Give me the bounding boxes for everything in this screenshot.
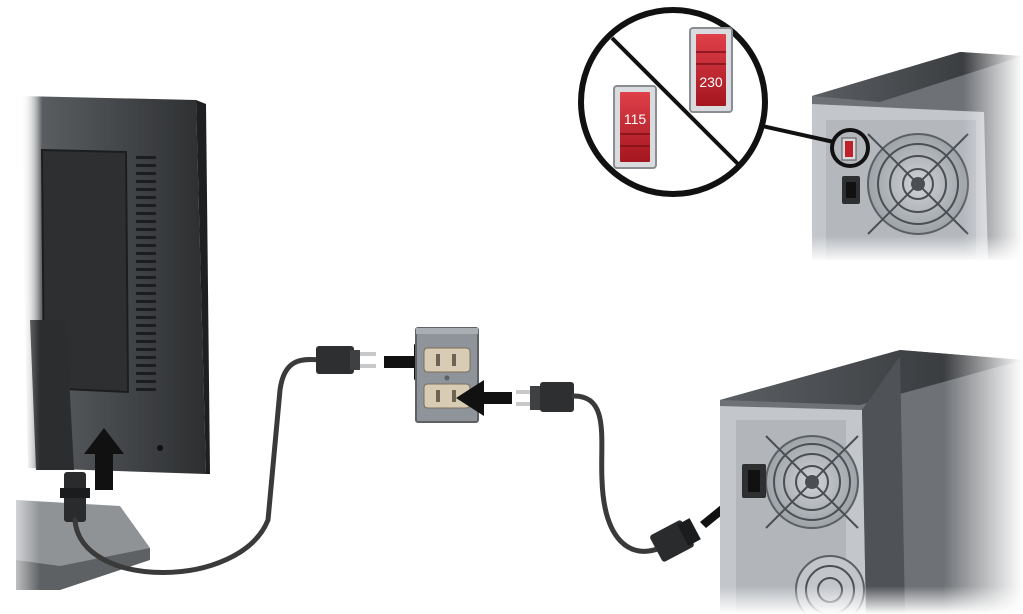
vent-slat <box>136 188 156 191</box>
vent-slat <box>136 292 156 295</box>
vent-slat <box>136 348 156 351</box>
vent-slat <box>136 252 156 255</box>
computer-power-socket <box>742 464 766 498</box>
monitor-power-cable <box>72 357 323 575</box>
monitor-stand-neck <box>30 320 74 470</box>
vent-slat <box>136 380 156 383</box>
vent-slat <box>136 268 156 271</box>
computer-power-cable <box>571 393 663 554</box>
vent-slat <box>136 284 156 287</box>
computer-power-socket-upper <box>842 176 860 204</box>
vent-slat <box>136 204 156 207</box>
wall-outlet <box>415 327 479 423</box>
computer-case-rear <box>720 350 1023 614</box>
vent-slat <box>136 236 156 239</box>
vent-slat <box>136 332 156 335</box>
computer-case-rear-voltage <box>812 52 1023 262</box>
voltage-switch-highlight-ring <box>830 128 870 168</box>
vent-slat <box>136 356 156 359</box>
vent-slat <box>136 340 156 343</box>
vent-slat <box>136 308 156 311</box>
vent-slat <box>136 228 156 231</box>
voltage-switch-small <box>841 137 857 161</box>
outlet-receptacle-top <box>423 347 471 373</box>
outlet-receptacle-bottom <box>423 383 471 409</box>
vent-slat <box>136 316 156 319</box>
vent-slat <box>136 244 156 247</box>
prohibition-slash <box>610 36 740 166</box>
vent-slat <box>136 364 156 367</box>
vent-slat <box>136 172 156 175</box>
vent-slat <box>136 372 156 375</box>
computer-fan <box>765 435 859 529</box>
plug-computer-cable <box>516 382 574 412</box>
vent-slat <box>136 156 156 159</box>
vent-slat <box>136 388 156 391</box>
monitor <box>0 90 210 600</box>
vent-slat <box>136 220 156 223</box>
voltage-switch-115: 115 <box>613 85 657 169</box>
outlet-plug-in-arrow-right <box>456 380 512 416</box>
voltage-switch-230: 230 <box>689 27 733 113</box>
vent-slat <box>136 260 156 263</box>
computer-power-connector <box>650 518 701 562</box>
vent-slat <box>136 276 156 279</box>
monitor-power-connector <box>60 472 90 522</box>
voltage-magnifier: 115 230 <box>578 7 768 197</box>
vent-slat <box>136 300 156 303</box>
monitor-connect-arrow <box>84 428 124 490</box>
plug-monitor-cable <box>316 346 376 374</box>
vent-slat <box>136 196 156 199</box>
vent-slat <box>136 164 156 167</box>
voltage-label-115: 115 <box>624 111 647 127</box>
monitor-vent-grille <box>136 156 156 391</box>
vent-slat <box>136 180 156 183</box>
magnifier-leader-line <box>761 124 835 144</box>
vent-slat <box>136 212 156 215</box>
voltage-label-230: 230 <box>699 74 723 90</box>
vent-slat <box>136 324 156 327</box>
computer-fan-upper <box>867 133 969 235</box>
